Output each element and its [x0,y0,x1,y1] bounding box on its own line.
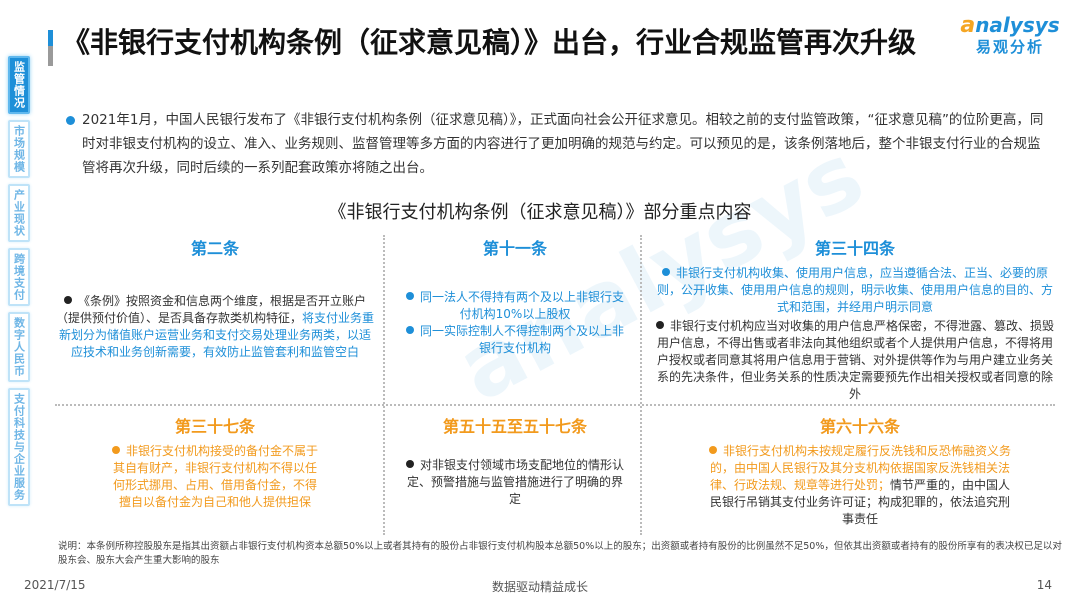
article-heading: 第六十六条 [819,417,900,436]
page-number: 14 [1036,578,1052,592]
article-item: 非银行支付机构未按规定履行反洗钱和反恐怖融资义务的，由中国人民银行及其分支机构依… [708,444,1011,526]
intro-paragraph: 2021年1月，中国人民银行发布了《非银行支付机构条例（征求意见稿）》，正式面向… [60,108,1045,180]
article-card: 第五十五至五十七条 对非银支付领域市场支配地位的情形认定、预警措施与监管措施进行… [405,413,625,508]
article-item: 同一实际控制人不得控制两个及以上非银行支付机构 [405,323,625,357]
article-item: 《条例》按照资金和信息两个维度，根据是否开立账户（提供预付价值）、是否具备存款类… [55,294,375,359]
bullet-icon [405,292,414,300]
article-heading: 第二条 [190,239,239,258]
footer-slogan: 数据驱动精益成长 [491,580,588,594]
bullet-icon [661,268,670,276]
logo-wordmark: analysys [960,13,1060,38]
bullet-icon [66,116,75,125]
article-heading: 第三十七条 [174,417,255,436]
title-accent-bar [48,30,53,66]
articles-grid: 第二条 《条例》按照资金和信息两个维度，根据是否开立账户（提供预付价值）、是否具… [55,235,1055,535]
article-card: 第三十七条 非银行支付机构接受的备付金不属于其自有财产，非银行支付机构不得以任何… [110,413,320,511]
footer-date: 2021/7/15 [24,578,86,592]
divider [55,404,1055,406]
page-title: 《非银行支付机构条例（征求意见稿）》出台，行业合规监管再次升级 [62,26,917,59]
article-item: 非银行支付机构应当对收集的用户信息严格保密，不得泄露、篡改、损毁用户信息，不得出… [655,319,1054,401]
article-heading: 第五十五至五十七条 [442,417,587,436]
nav-item-digital-rmb[interactable]: 数字人民币 [8,312,30,382]
analysys-logo: analysys 易观分析 [955,14,1065,57]
nav-item-market-size[interactable]: 市场规模 [8,120,30,178]
article-item: 非银行支付机构收集、使用用户信息，应当遵循合法、正当、必要的原则，公开收集、使用… [656,266,1053,314]
article-item: 非银行支付机构接受的备付金不属于其自有财产，非银行支付机构不得以任何形式挪用、占… [111,444,318,509]
article-card: 第六十六条 非银行支付机构未按规定履行反洗钱和反恐怖融资义务的，由中国人民银行及… [705,413,1015,528]
article-card: 第三十四条 非银行支付机构收集、使用用户信息，应当遵循合法、正当、必要的原则，公… [655,235,1055,403]
article-item: 对非银支付领域市场支配地位的情形认定、预警措施与监管措施进行了明确的界定 [405,458,624,506]
nav-item-paytech[interactable]: 支付科技与企业服务 [8,388,30,506]
section-subtitle: 《非银行支付机构条例（征求意见稿）》部分重点内容 [328,202,752,223]
bullet-icon [708,446,717,454]
divider [383,235,385,535]
bullet-icon [111,446,120,454]
article-heading: 第十一条 [482,239,547,258]
footnote: 说明：本条例所称控股股东是指其出资额占非银行支付机构资本总额50%以上或者其持有… [58,541,1062,566]
nav-item-regulation[interactable]: 监管情况 [8,56,30,114]
nav-item-cross-border[interactable]: 跨境支付 [8,248,30,306]
article-card: 第十一条 同一法人不得持有两个及以上非银行支付机构10%以上股权 同一实际控制人… [405,235,625,357]
article-item: 同一法人不得持有两个及以上非银行支付机构10%以上股权 [405,289,625,323]
bullet-icon [405,326,414,334]
divider [640,235,642,535]
section-nav: 监管情况 市场规模 产业现状 跨境支付 数字人民币 支付科技与企业服务 [8,56,30,512]
bullet-icon [655,321,664,329]
logo-chinese: 易观分析 [975,38,1044,56]
article-card: 第二条 《条例》按照资金和信息两个维度，根据是否开立账户（提供预付价值）、是否具… [55,235,375,361]
article-heading: 第三十四条 [814,239,895,258]
bullet-icon [63,296,72,304]
nav-item-industry-status[interactable]: 产业现状 [8,184,30,242]
bullet-icon [405,460,414,468]
